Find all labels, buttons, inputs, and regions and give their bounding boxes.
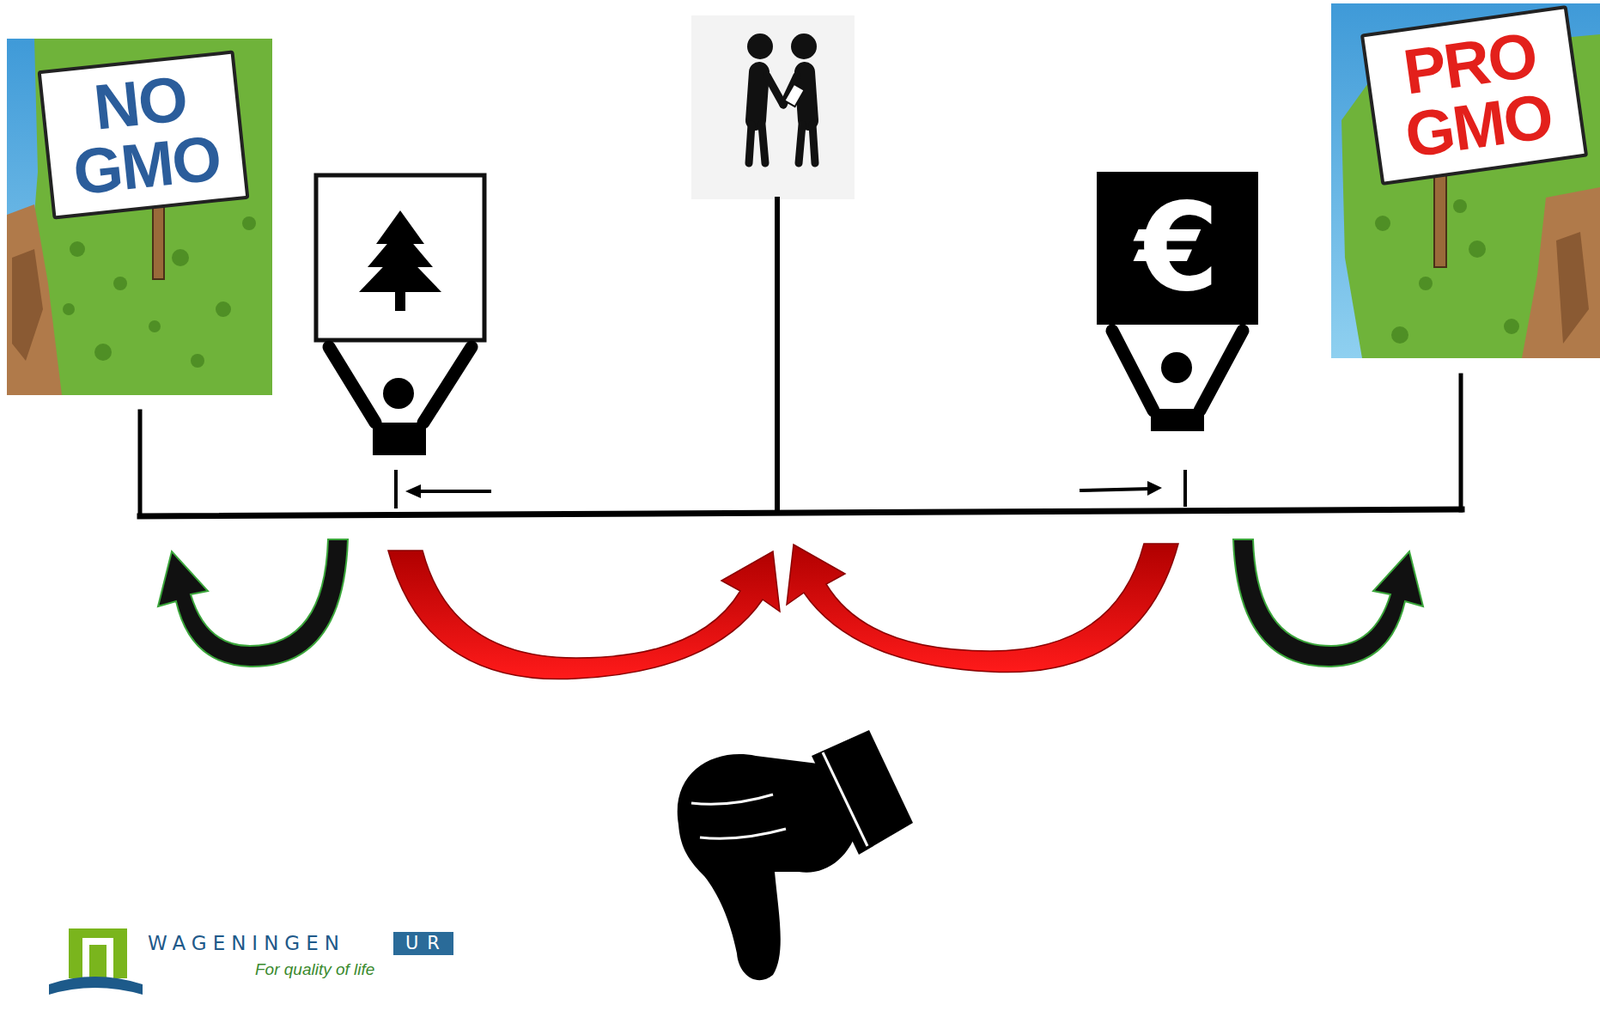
thumbs-down-icon: [691, 794, 786, 839]
handshake-icon: [747, 33, 773, 60]
cliff-right: [1418, 276, 1433, 291]
balance-beam: [139, 509, 1462, 517]
handshake-icon: [748, 72, 816, 164]
handshake-icon: [691, 15, 855, 200]
nature-holder: [383, 377, 414, 409]
node-text: €: [1135, 188, 1219, 309]
cliff-right: [1331, 3, 1600, 359]
balance-beam: [1081, 488, 1150, 491]
balance-beam: [1459, 375, 1464, 511]
logo-badge: UR: [393, 931, 454, 956]
cliff-right: [1374, 215, 1391, 232]
thumbs-down-icon: [822, 752, 868, 846]
logo-emblem: [48, 976, 143, 995]
nature-holder: [328, 346, 472, 423]
cliff-left: [69, 241, 86, 257]
cliff-left: [148, 320, 161, 333]
cliff-right: [1556, 231, 1589, 344]
cliff-right: [1453, 199, 1467, 213]
node-text: PRO GMO: [1374, 20, 1575, 171]
nature-holder: [328, 346, 376, 423]
curved-arrow: [158, 539, 348, 667]
cliff-right: [1331, 3, 1600, 359]
thumbs-down-icon: [699, 828, 786, 839]
logo-wordmark: WAGENINGEN: [147, 933, 346, 954]
cliff-left: [171, 249, 189, 267]
nature-holder: [372, 422, 426, 456]
nature-holder: [358, 249, 442, 293]
handshake-icon: [784, 84, 804, 107]
handshake-icon: [812, 124, 816, 164]
thumbs-down-icon: [677, 730, 913, 980]
thumbs-down-icon: [811, 730, 913, 855]
nature-holder: [316, 175, 485, 341]
cliff-left: [6, 204, 62, 396]
cliff-left: [94, 343, 112, 361]
cliff-left: [190, 353, 205, 368]
balance-beam: [774, 199, 780, 513]
nature-holder: [316, 175, 485, 456]
money-holder: [1161, 352, 1193, 384]
logo-emblem: [48, 928, 143, 995]
cliff-left: [12, 249, 43, 361]
balance-beam: [417, 489, 490, 493]
protest-sign: NO GMO: [37, 49, 250, 220]
cliff-left: [6, 38, 273, 396]
cliff-left: [6, 38, 273, 396]
handshake-icon: [761, 124, 766, 164]
thumbs-down-icon: [691, 794, 773, 804]
node-text: NO GMO: [50, 63, 237, 206]
logo-emblem: [68, 928, 128, 979]
value-box: €: [1096, 171, 1259, 325]
protest-sign: PRO GMO: [1360, 5, 1588, 186]
money-holder: [1112, 330, 1243, 432]
shift-arrowhead: [405, 484, 421, 499]
balance-beam: [1183, 471, 1187, 505]
handshake-icon: [766, 75, 784, 105]
handshake-icon: [748, 124, 752, 164]
handshake-icon: [691, 15, 855, 200]
cliff-left: [30, 38, 273, 396]
balance-beam: [138, 411, 143, 517]
money-holder: [1199, 330, 1243, 411]
handshake-icon: [798, 124, 803, 164]
shift-arrowhead: [1147, 480, 1162, 496]
cliff-left: [62, 303, 75, 316]
money-holder: [1112, 330, 1154, 411]
cliff-right: [1521, 187, 1600, 359]
cliff-right: [1434, 168, 1447, 268]
cliff-left: [113, 276, 128, 291]
shift-arrowhead: [405, 480, 1162, 499]
handshake-icon: [804, 72, 809, 121]
money-holder: [1112, 330, 1243, 411]
cliff-right: [1468, 240, 1486, 258]
cliff-left: [242, 216, 256, 231]
logo-emblem: [82, 937, 114, 979]
curved-arrow: [158, 539, 1424, 680]
logo-tagline: For quality of life: [255, 961, 375, 978]
money-holder: [1150, 408, 1205, 432]
cliff-right: [1391, 326, 1409, 344]
logo-emblem: [89, 944, 107, 979]
handshake-icon: [755, 72, 760, 121]
curved-arrow: [1233, 539, 1424, 667]
balance-beam: [394, 471, 398, 507]
curved-arrow: [388, 550, 780, 680]
cliff-left: [215, 301, 232, 317]
handshake-icon: [790, 33, 817, 60]
cliff-right: [1503, 318, 1520, 335]
curved-arrow: [786, 543, 1179, 673]
nature-holder: [423, 346, 472, 423]
